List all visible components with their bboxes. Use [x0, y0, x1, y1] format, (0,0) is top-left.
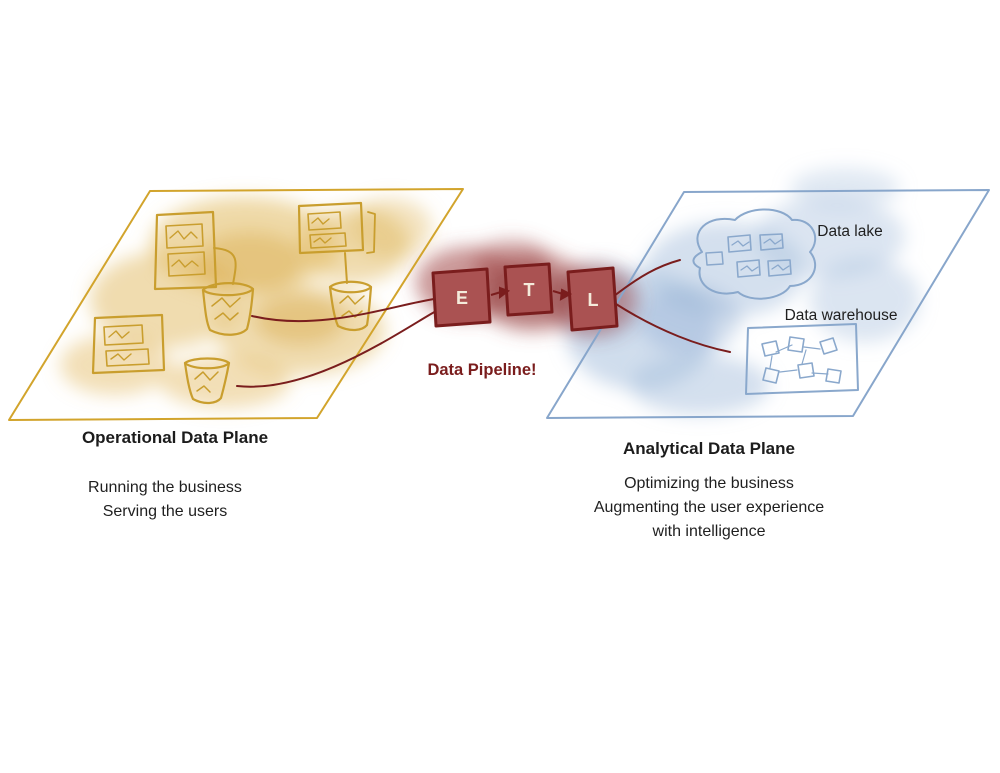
etl-box-transform — [503, 262, 554, 317]
etl-connector-arrows — [490, 286, 573, 301]
etl-box-extract — [431, 267, 492, 328]
connector-window-to-db — [213, 247, 237, 285]
flow-line-right-lower — [615, 303, 731, 353]
app-window-sketch-bottom-left — [91, 313, 166, 375]
analytical-caption-line1: Optimizing the business — [624, 475, 794, 492]
pipeline-label: Data Pipeline! — [427, 361, 536, 379]
operational-caption-line2: Serving the users — [103, 503, 228, 520]
etl-letter-l: L — [588, 290, 599, 310]
etl-letter-e: E — [456, 288, 468, 308]
operational-caption-line1: Running the business — [88, 479, 242, 496]
database-bucket-sketch-right — [328, 280, 373, 332]
analytical-plane-outline — [546, 189, 990, 419]
flow-line-left-lower — [236, 310, 437, 388]
data-lake-blob-sketch — [692, 208, 817, 300]
etl-box-load — [566, 266, 619, 332]
flow-line-left-upper — [251, 298, 435, 323]
analytical-caption-line3: with intelligence — [652, 523, 766, 540]
flow-line-right-upper — [613, 259, 681, 297]
analytical-caption-line2: Augmenting the user experience — [594, 499, 824, 516]
database-bucket-sketch-center — [201, 282, 255, 336]
operational-plane-outline — [8, 188, 464, 421]
app-window-sketch-top-left — [153, 210, 218, 291]
analytical-plane-title: Analytical Data Plane — [623, 439, 795, 458]
database-bucket-sketch-bottom — [183, 357, 231, 405]
etl-letter-t: T — [524, 280, 535, 300]
data-lake-label: Data lake — [817, 223, 882, 240]
app-window-sketch-top-right — [297, 201, 376, 255]
operational-watercolor-wash — [60, 197, 432, 408]
data-warehouse-sketch — [745, 323, 859, 395]
connector-window-to-bucket — [344, 252, 348, 284]
operational-plane-title: Operational Data Plane — [82, 428, 268, 447]
data-warehouse-label: Data warehouse — [785, 307, 898, 324]
